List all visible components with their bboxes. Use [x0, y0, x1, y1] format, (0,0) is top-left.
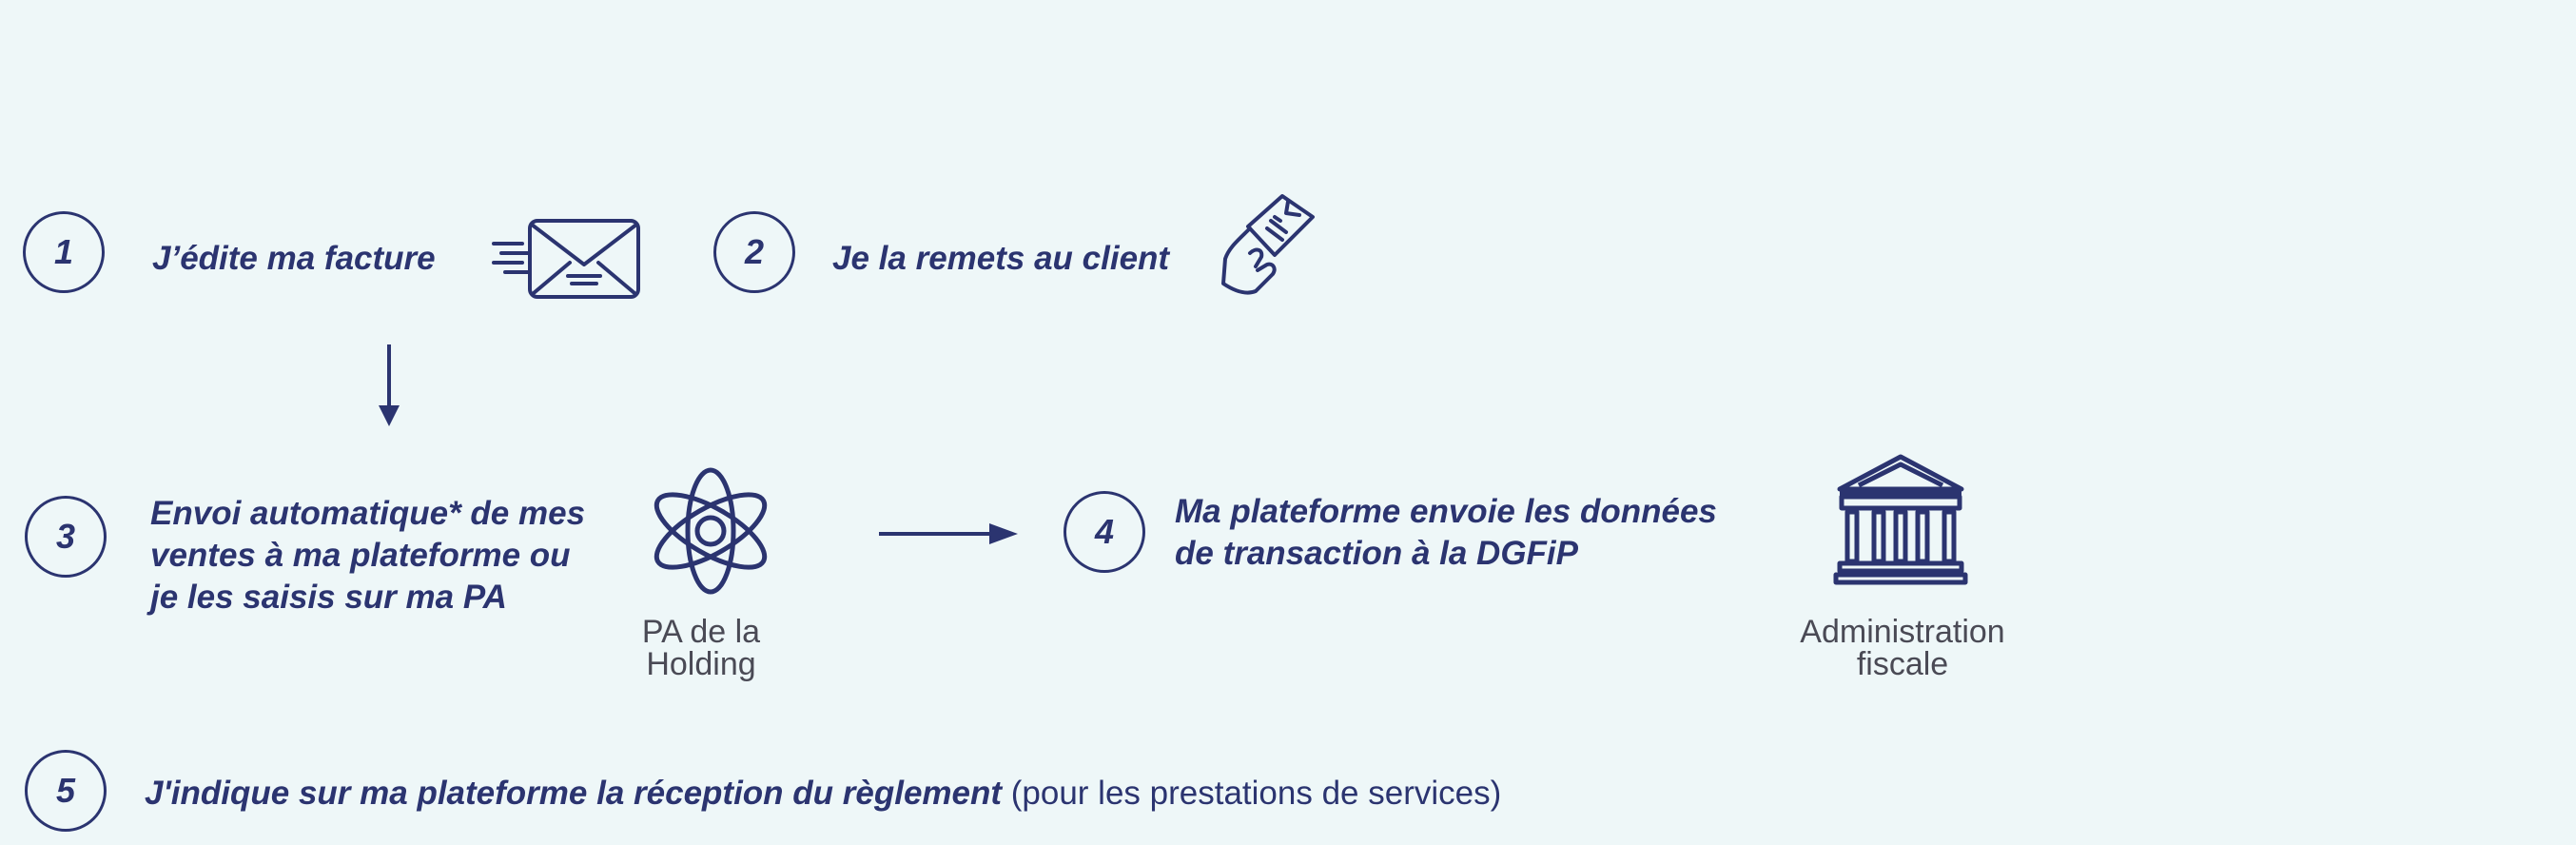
- administration-fiscale-caption-line-2: fiscale: [1856, 646, 1949, 682]
- administration-fiscale-caption: Administration fiscale: [1760, 616, 2045, 680]
- step-5-normal-text: (pour les prestations de services): [1002, 775, 1502, 812]
- pa-holding-caption-line-2: Holding: [646, 646, 756, 682]
- step-4-line-1: Ma plateforme envoie les données: [1175, 493, 1717, 530]
- step-3-number: 3: [25, 496, 107, 578]
- step-2-text: Je la remets au client: [832, 240, 1170, 277]
- step-3-text: Envoi automatique* de mes ventes à ma pl…: [150, 493, 585, 619]
- step-3-line-3: je les saisis sur ma PA: [150, 579, 507, 616]
- step-1-text: J’édite ma facture: [152, 240, 436, 277]
- step-1-number: 1: [23, 211, 105, 293]
- arrow-down: [379, 344, 400, 426]
- pa-holding-caption-line-1: PA de la: [641, 614, 761, 650]
- step-4-text: Ma plateforme envoie les données de tran…: [1175, 491, 1717, 575]
- step-4-line-2: de transaction à la DGFiP: [1175, 535, 1578, 572]
- step-5-text: J'indique sur ma plateforme la réception…: [145, 773, 1501, 815]
- arrow-right: [879, 523, 1018, 544]
- administration-fiscale-caption-line-1: Administration: [1800, 614, 2005, 650]
- step-5-number: 5: [25, 750, 107, 832]
- envelope-icon: [492, 219, 640, 299]
- hand-holding-document-icon: [1221, 194, 1315, 295]
- step-5-bold-text: J'indique sur ma plateforme la réception…: [145, 775, 1003, 812]
- step-4-number: 4: [1064, 491, 1145, 573]
- step-2-number: 2: [713, 211, 795, 293]
- pa-holding-caption: PA de la Holding: [582, 616, 820, 680]
- step-3-line-2: ventes à ma plateforme ou: [150, 537, 571, 574]
- step-3-line-1: Envoi automatique* de mes: [150, 495, 586, 532]
- atom-icon: [654, 467, 768, 595]
- government-building-icon: [1833, 454, 1968, 585]
